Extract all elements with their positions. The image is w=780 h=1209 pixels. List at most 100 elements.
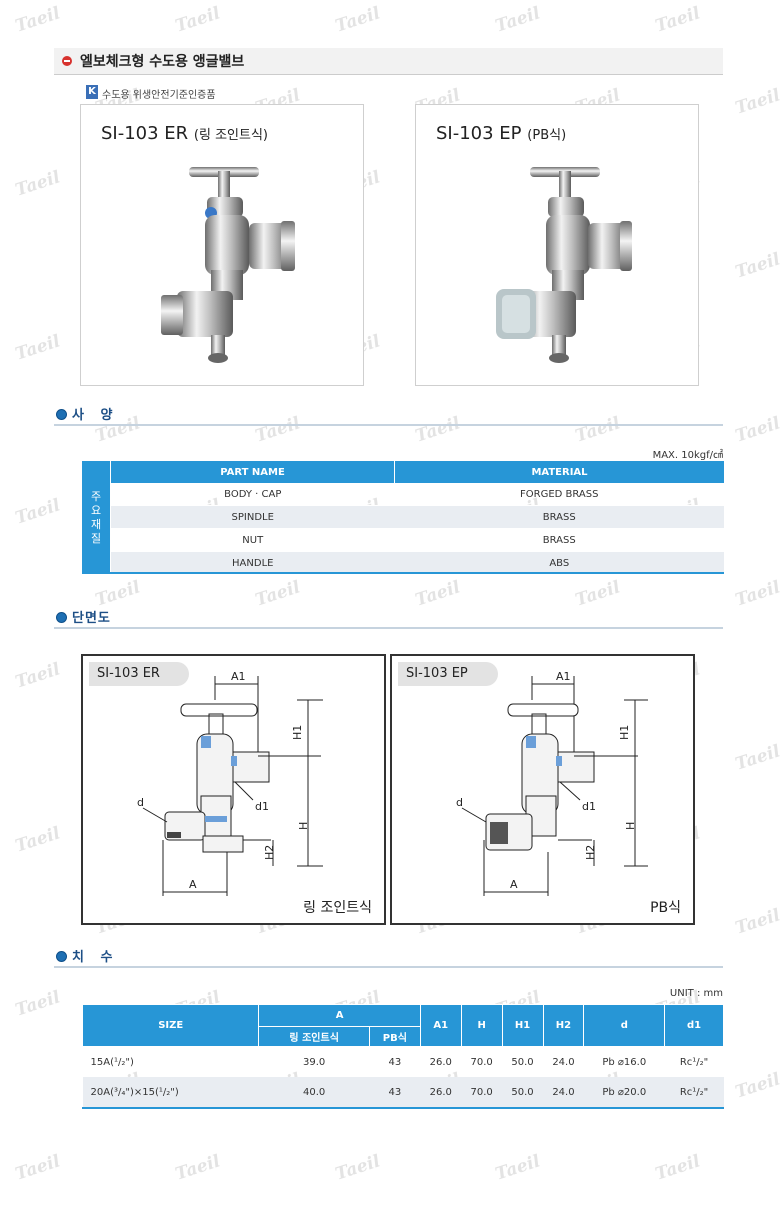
col-header-h1: H1 <box>501 1004 544 1047</box>
part-name: SPINDLE <box>110 505 395 529</box>
watermark-logo: Taeil <box>733 905 780 939</box>
a-ring: 39.0 <box>303 1056 326 1068</box>
size: 20A(³/₄")×15(¹/₂") <box>82 1077 259 1107</box>
watermark-logo: Taeil <box>13 167 63 201</box>
size: 15A(¹/₂") <box>90 1056 134 1068</box>
dim-label: H1 <box>291 725 304 740</box>
part-name: HANDLE <box>110 551 395 575</box>
h1: 50.0 <box>511 1056 534 1068</box>
watermark-logo: Taeil <box>13 1151 63 1185</box>
dim-label: A <box>510 878 518 891</box>
drawing-ep: SI-103 EP A1 H1 H H2 d d1 A <box>390 654 695 925</box>
dimension-table: SIZE A A1 H H1 H2 d d1 링 조인트식 PB식 15A(¹/… <box>81 1004 724 1107</box>
watermark-logo: Taeil <box>493 3 543 37</box>
table-bottom-rule <box>82 1107 724 1109</box>
product-type: (PB식) <box>527 128 567 143</box>
cert-text: 수도용 위생안전기준인증품 <box>102 90 216 101</box>
product-type: (링 조인트식) <box>193 128 268 143</box>
col-header-h2: H2 <box>542 1004 585 1047</box>
dim-label: d <box>137 796 144 809</box>
cert-logo-icon: K <box>86 85 98 99</box>
watermark-logo: Taeil <box>13 331 63 365</box>
col-header-a: A <box>258 1004 421 1027</box>
product-model: SI-103 ER <box>101 123 189 144</box>
pressure-note: MAX. 10kgf/㎠ <box>652 450 723 461</box>
col-header-a-pb: PB식 <box>368 1026 421 1047</box>
h: 70.0 <box>470 1056 493 1068</box>
watermark-logo: Taeil <box>333 1151 383 1185</box>
watermark-logo: Taeil <box>733 741 780 775</box>
dim-label: d1 <box>582 800 596 813</box>
dim-label: A1 <box>231 670 246 683</box>
section-title: 사 양 <box>72 408 119 423</box>
section-title: 단면도 <box>72 611 111 626</box>
table-row: HANDLE ABS <box>82 551 724 575</box>
product-photo-er: SI-103 ER (링 조인트식) <box>80 104 364 386</box>
dim-label: H <box>624 822 637 830</box>
table-row: NUT BRASS <box>82 528 724 552</box>
dim-label: H2 <box>263 845 276 860</box>
section-header-drawing: 단면도 <box>54 607 723 629</box>
valve-er-image <box>161 167 295 363</box>
d1: Rc¹/₂" <box>664 1077 724 1107</box>
col-header-d1: d1 <box>664 1004 724 1047</box>
a-pb: 43 <box>388 1056 402 1068</box>
col-header-a1: A1 <box>419 1004 462 1047</box>
h: 70.0 <box>461 1077 503 1107</box>
section-header-spec: 사 양 <box>54 404 723 426</box>
drawing-tag: SI-103 ER <box>89 662 189 686</box>
a-pb: 43 <box>369 1077 421 1107</box>
col-header-part: PART NAME <box>110 461 395 483</box>
a1: 26.0 <box>420 1077 462 1107</box>
watermark-logo: Taeil <box>13 823 63 857</box>
watermark-logo: Taeil <box>13 3 63 37</box>
watermark-logo: Taeil <box>573 577 623 611</box>
material: FORGED BRASS <box>394 483 724 506</box>
dim-label: H1 <box>618 725 631 740</box>
watermark-logo: Taeil <box>733 577 780 611</box>
cross-section-ep: A1 H1 H H2 d d1 A <box>456 670 648 896</box>
watermark-logo: Taeil <box>13 987 63 1021</box>
minus-icon <box>62 56 72 66</box>
watermark-logo: Taeil <box>413 577 463 611</box>
watermark-logo: Taeil <box>173 1151 223 1185</box>
dim-label: A1 <box>556 670 571 683</box>
col-header-h: H <box>460 1004 503 1047</box>
cross-section-er: A1 H1 H H2 d d1 A <box>137 670 323 896</box>
drawing-caption: PB식 <box>650 900 681 916</box>
bullet-icon <box>56 612 67 623</box>
drawing-caption: 링 조인트식 <box>303 900 372 916</box>
table-row: BODY · CAP FORGED BRASS <box>82 483 724 506</box>
h2: 24.0 <box>543 1077 584 1107</box>
a-ring: 40.0 <box>258 1077 370 1107</box>
bullet-icon <box>56 951 67 962</box>
spec-table: 주요재질 PART NAME MATERIAL BODY · CAP FORGE… <box>82 461 724 575</box>
watermark-logo: Taeil <box>173 3 223 37</box>
material: BRASS <box>394 505 724 529</box>
watermark-logo: Taeil <box>13 659 63 693</box>
part-name: BODY · CAP <box>110 483 395 506</box>
material: BRASS <box>394 528 724 552</box>
d: Pb ⌀20.0 <box>583 1077 665 1107</box>
bullet-icon <box>56 409 67 420</box>
d1: Rc¹/₂" <box>679 1056 709 1068</box>
h1: 50.0 <box>502 1077 543 1107</box>
side-label-text: 주요재질 <box>90 489 102 545</box>
material: ABS <box>394 551 724 575</box>
table-row: SPINDLE BRASS <box>82 505 724 529</box>
col-header-size: SIZE <box>81 1004 260 1047</box>
drawing-tag: SI-103 EP <box>398 662 498 686</box>
dim-label: H <box>297 822 310 830</box>
watermark-logo: Taeil <box>733 1069 780 1103</box>
watermark-logo: Taeil <box>93 577 143 611</box>
col-header-a-ring: 링 조인트식 <box>258 1026 370 1047</box>
h2: 24.0 <box>552 1056 575 1068</box>
dim-label: A <box>189 878 197 891</box>
section-header-dimensions: 치 수 <box>54 946 723 968</box>
table-row: 15A(¹/₂") 39.0 43 26.0 70.0 50.0 24.0 Pb… <box>83 1047 724 1078</box>
a1: 26.0 <box>429 1056 452 1068</box>
drawing-er: SI-103 ER A1 H1 H H2 d d <box>81 654 386 925</box>
title-bar: 엘보체크형 수도용 앵글밸브 <box>54 48 723 75</box>
col-header-material: MATERIAL <box>394 461 724 483</box>
dim-label: d1 <box>255 800 269 813</box>
